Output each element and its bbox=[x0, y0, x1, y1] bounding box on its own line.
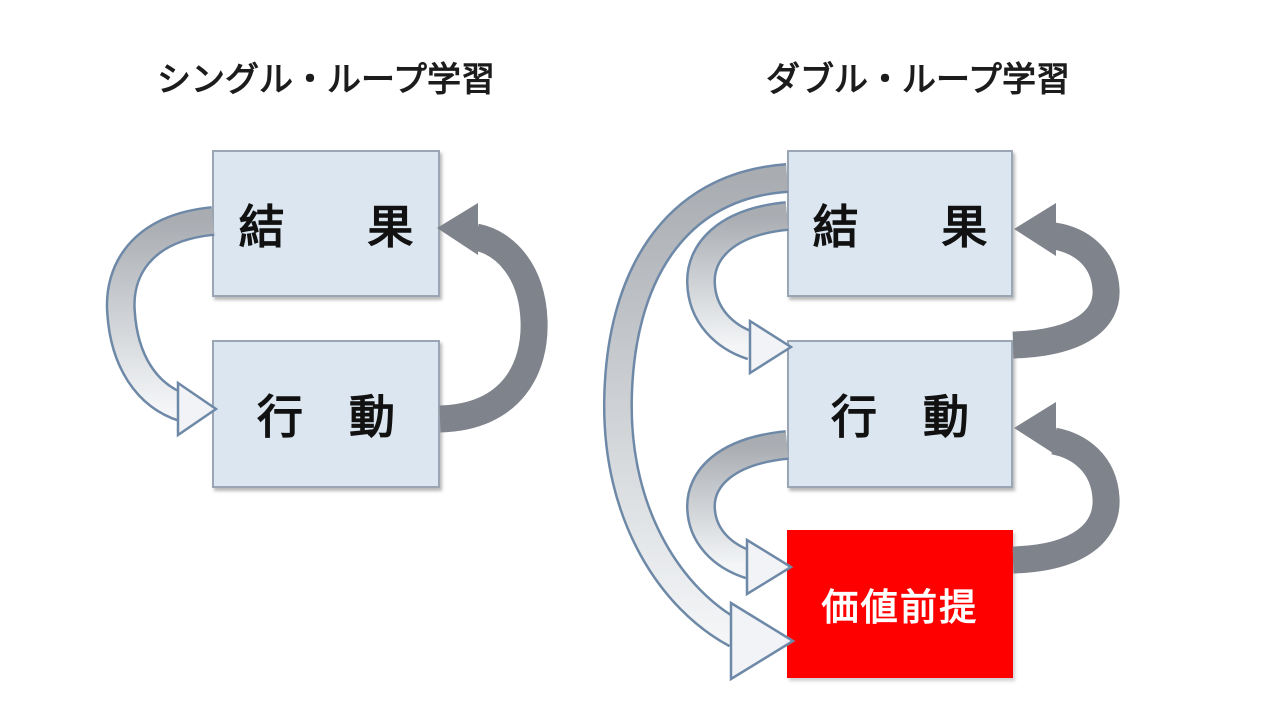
double-loop-value-premise-box: 価値前提 bbox=[787, 530, 1013, 678]
double-loop-result-box: 結 果 bbox=[787, 150, 1013, 297]
double-loop-title: ダブル・ループ学習 bbox=[766, 61, 1070, 99]
double-loop-action-box: 行 動 bbox=[787, 340, 1013, 488]
single-loop-title: シングル・ループ学習 bbox=[157, 61, 495, 99]
single-loop-result-box: 結 果 bbox=[212, 150, 440, 297]
single-loop-action-box: 行 動 bbox=[212, 340, 440, 488]
